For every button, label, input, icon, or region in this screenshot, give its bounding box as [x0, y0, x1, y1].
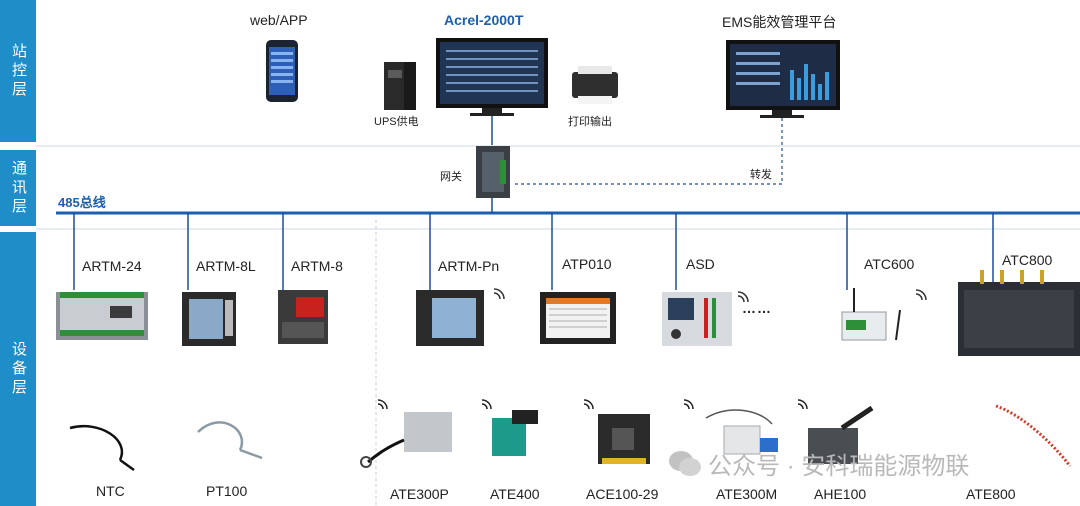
layer-tab-station: 站控层 [0, 0, 36, 142]
wireless-signal-icon [915, 289, 927, 301]
watermark-text: 公众号 · 安科瑞能源物联 [708, 453, 970, 480]
artm24-device-icon [56, 292, 148, 340]
ems-monitor-icon [726, 40, 840, 118]
layer-tab-device: 设备层 [0, 232, 36, 506]
atc600-label: ATC600 [864, 256, 915, 272]
printer-icon [572, 66, 618, 104]
acrel-monitor-icon [436, 38, 548, 116]
wireless-signal-icon [377, 399, 808, 410]
pt100-label: PT100 [206, 483, 248, 499]
pt100-sensor-icon [197, 421, 263, 460]
asd-device-icon [662, 292, 732, 346]
layer-tab-comm: 通讯层 [0, 150, 36, 226]
artm8l-device-icon [182, 292, 236, 346]
ate400-sensor-icon [492, 410, 538, 456]
atc800-device-icon [958, 270, 1080, 356]
ate800-sensor-icon [995, 404, 1072, 467]
wireless-signal-icon [737, 291, 749, 303]
ate400-label: ATE400 [490, 486, 540, 502]
ahe100-sensor-icon [808, 405, 874, 464]
artm8-device-icon [278, 290, 328, 344]
forward-label: 转发 [750, 169, 772, 181]
bus-drop-lines [73, 108, 994, 290]
artm8l-label: ARTM-8L [196, 258, 256, 274]
wireless-signal-icon [493, 288, 505, 300]
more-devices-ellipsis: …… [742, 300, 772, 316]
artm24-label: ARTM-24 [82, 258, 142, 274]
ace100-label: ACE100-29 [586, 486, 659, 502]
phone-icon [266, 40, 298, 102]
ntc-label: NTC [96, 483, 125, 499]
watermark: 公众号 · 安科瑞能源物联 [668, 446, 969, 481]
gateway-label: 网关 [440, 171, 462, 183]
ems-label: EMS能效管理平台 [722, 14, 837, 30]
asd-label: ASD [686, 256, 715, 272]
ate300p-sensor-icon [360, 412, 452, 468]
ate300m-label: ATE300M [716, 486, 778, 502]
artmpn-label: ARTM-Pn [438, 258, 500, 274]
ups-label: UPS供电 [374, 116, 419, 128]
artm8-label: ARTM-8 [291, 258, 343, 274]
acrel-label: Acrel-2000T [444, 12, 524, 28]
ups-icon [384, 62, 416, 110]
layer-label-device: 设备层 [10, 340, 27, 398]
atc600-device-icon [841, 288, 901, 341]
ntc-sensor-icon [69, 425, 135, 472]
forward-dashed-line [515, 113, 783, 185]
layer-label-station: 站控层 [10, 42, 27, 100]
layer-label-comm: 通讯层 [10, 159, 27, 217]
atp010-label: ATP010 [562, 256, 612, 272]
printer-label: 打印输出 [568, 116, 612, 128]
ate800-label: ATE800 [966, 486, 1016, 502]
ate300p-label: ATE300P [390, 486, 449, 502]
ace100-sensor-icon [598, 414, 650, 464]
artmpn-device-icon [416, 290, 484, 346]
bus-label: 485总线 [58, 195, 106, 210]
atp010-device-icon [540, 292, 616, 344]
webapp-label: web/APP [250, 12, 308, 28]
gateway-device-icon [476, 146, 510, 198]
wechat-icon [669, 450, 701, 476]
ate300m-sensor-icon [705, 409, 778, 455]
atc800-label: ATC800 [1002, 252, 1053, 268]
ahe100-label: AHE100 [814, 486, 867, 502]
